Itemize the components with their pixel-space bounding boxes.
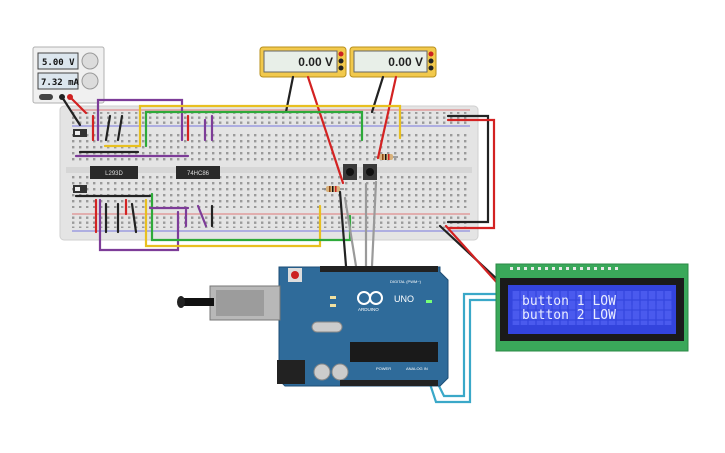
lcd-line-1: button 1 LOW: [522, 294, 616, 309]
chip-l293d[interactable]: [90, 166, 138, 179]
chip-l293d-label: L293D: [105, 171, 123, 177]
wires: [60, 75, 502, 404]
arduino-analog-label: ANALOG IN: [406, 366, 428, 371]
resistor-2[interactable]: [374, 154, 398, 160]
arduino-digital-label: DIGITAL (PWM~): [390, 279, 422, 284]
arduino-brand-label: ARDUINO: [358, 307, 379, 312]
multimeter-1-reading: 0.00 V: [298, 55, 333, 69]
chip-74hc86-label: 74HC86: [187, 171, 210, 177]
power-supply-voltage: 5.00 V: [42, 58, 75, 68]
chip-74hc86[interactable]: [176, 166, 220, 179]
arduino-uno-board[interactable]: [177, 266, 449, 387]
slide-switch-2[interactable]: [73, 185, 87, 193]
pushbutton-2[interactable]: [363, 164, 377, 180]
resistor-1[interactable]: [322, 186, 344, 192]
arduino-model-label: UNO: [394, 294, 414, 304]
power-supply-current: 7.32 mA: [41, 78, 80, 88]
multimeter-2-reading: 0.00 V: [388, 55, 423, 69]
breadboard[interactable]: [59, 105, 479, 241]
lcd-module[interactable]: [495, 263, 689, 352]
lcd-line-2: button 2 LOW: [522, 308, 616, 323]
power-supply[interactable]: [32, 46, 105, 104]
multimeter-2[interactable]: [349, 46, 437, 78]
multimeter-1[interactable]: [259, 46, 347, 78]
slide-switch-1[interactable]: [73, 129, 87, 137]
pushbutton-1[interactable]: [343, 164, 357, 180]
arduino-power-label: POWER: [376, 366, 391, 371]
